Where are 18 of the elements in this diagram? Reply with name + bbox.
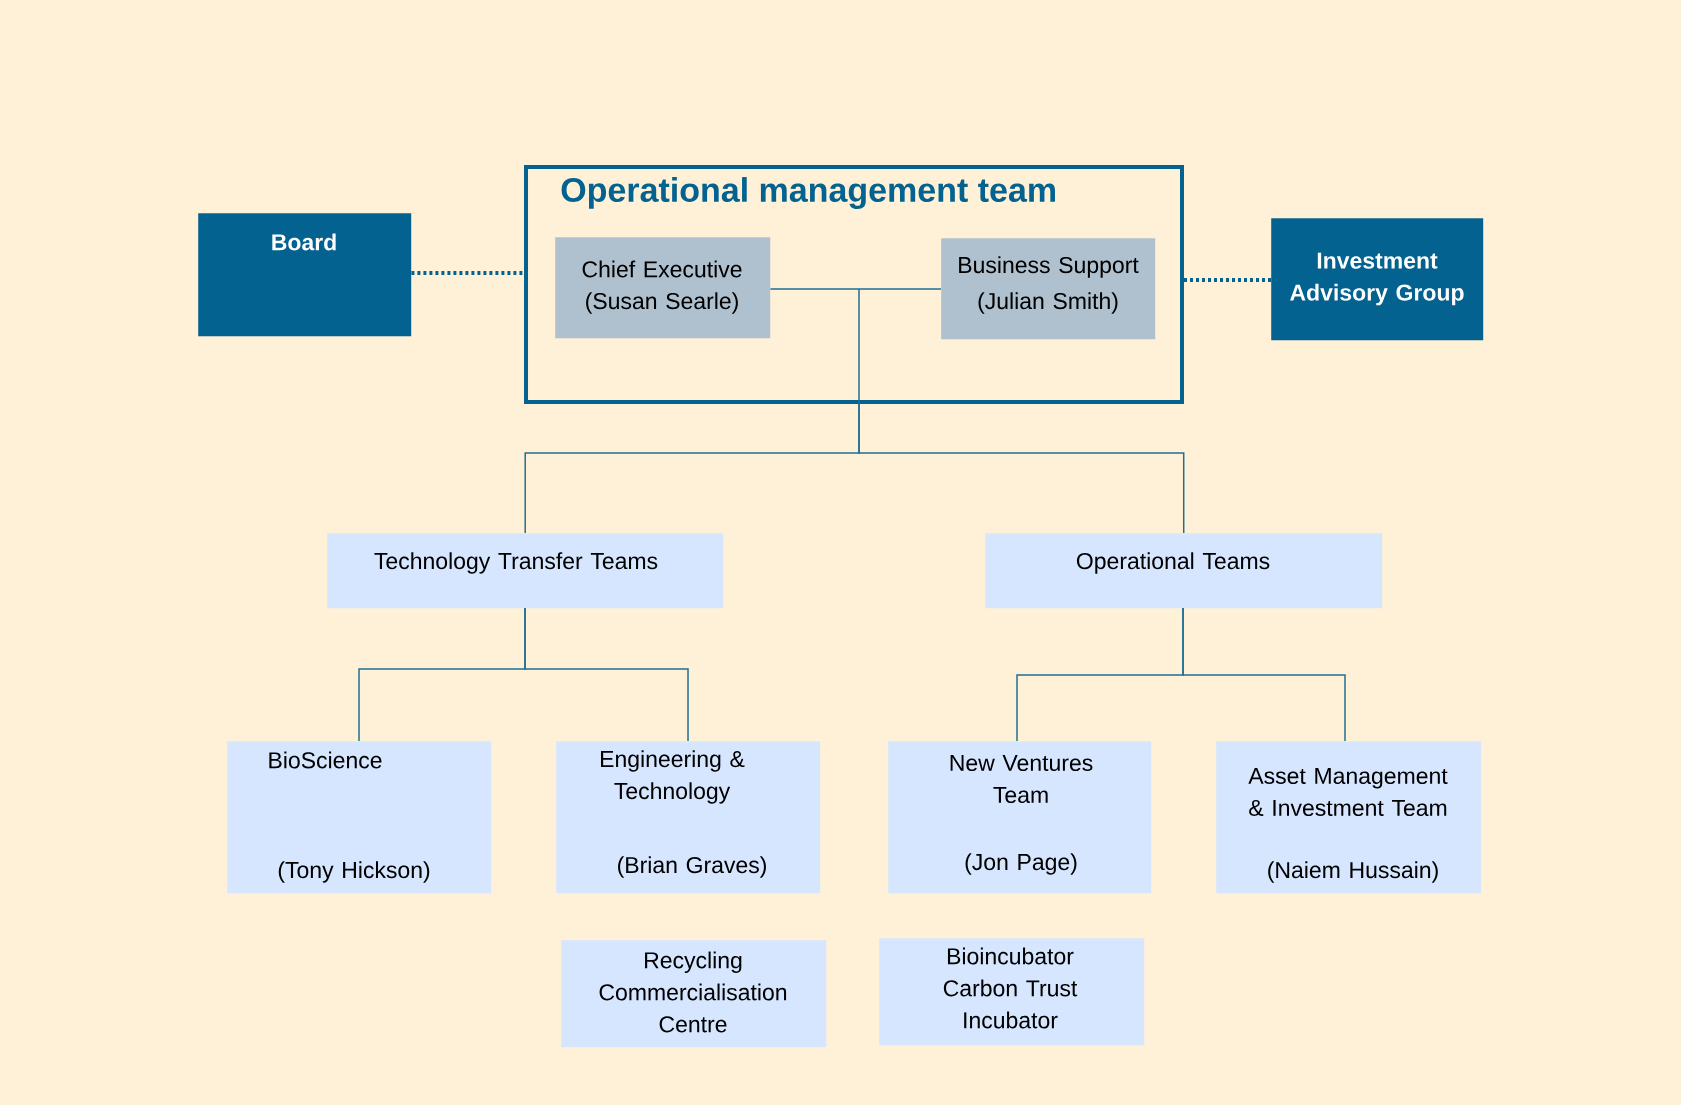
connector-line	[411, 271, 524, 275]
team-box: Recycling Commercialisation Centre	[561, 940, 827, 1048]
team-box: Operational Teams	[985, 533, 1383, 609]
connector-line	[524, 607, 689, 742]
connector-line	[769, 288, 942, 405]
team-box: Asset Management & Investment Team (Naiem Hussain)	[1216, 741, 1482, 894]
connector-line	[1182, 607, 1346, 742]
team-box: Engineering & Technology (Brian Graves)	[556, 741, 821, 894]
connector-line	[1184, 278, 1271, 282]
team-box: BioScience (Tony Hickson)	[227, 741, 492, 894]
manager-box: Chief Executive (Susan Searle)	[555, 237, 771, 339]
connector-line	[858, 403, 1185, 534]
org-box: Board	[198, 213, 412, 337]
manager-box: Business Support (Julian Smith)	[941, 238, 1156, 340]
team-box: Technology Transfer Teams	[327, 533, 724, 609]
team-box: New Ventures Team (Jon Page)	[888, 741, 1152, 894]
team-box: Bioincubator Carbon Trust Incubator	[879, 938, 1145, 1046]
org-box: Investment Advisory Group	[1271, 218, 1484, 341]
